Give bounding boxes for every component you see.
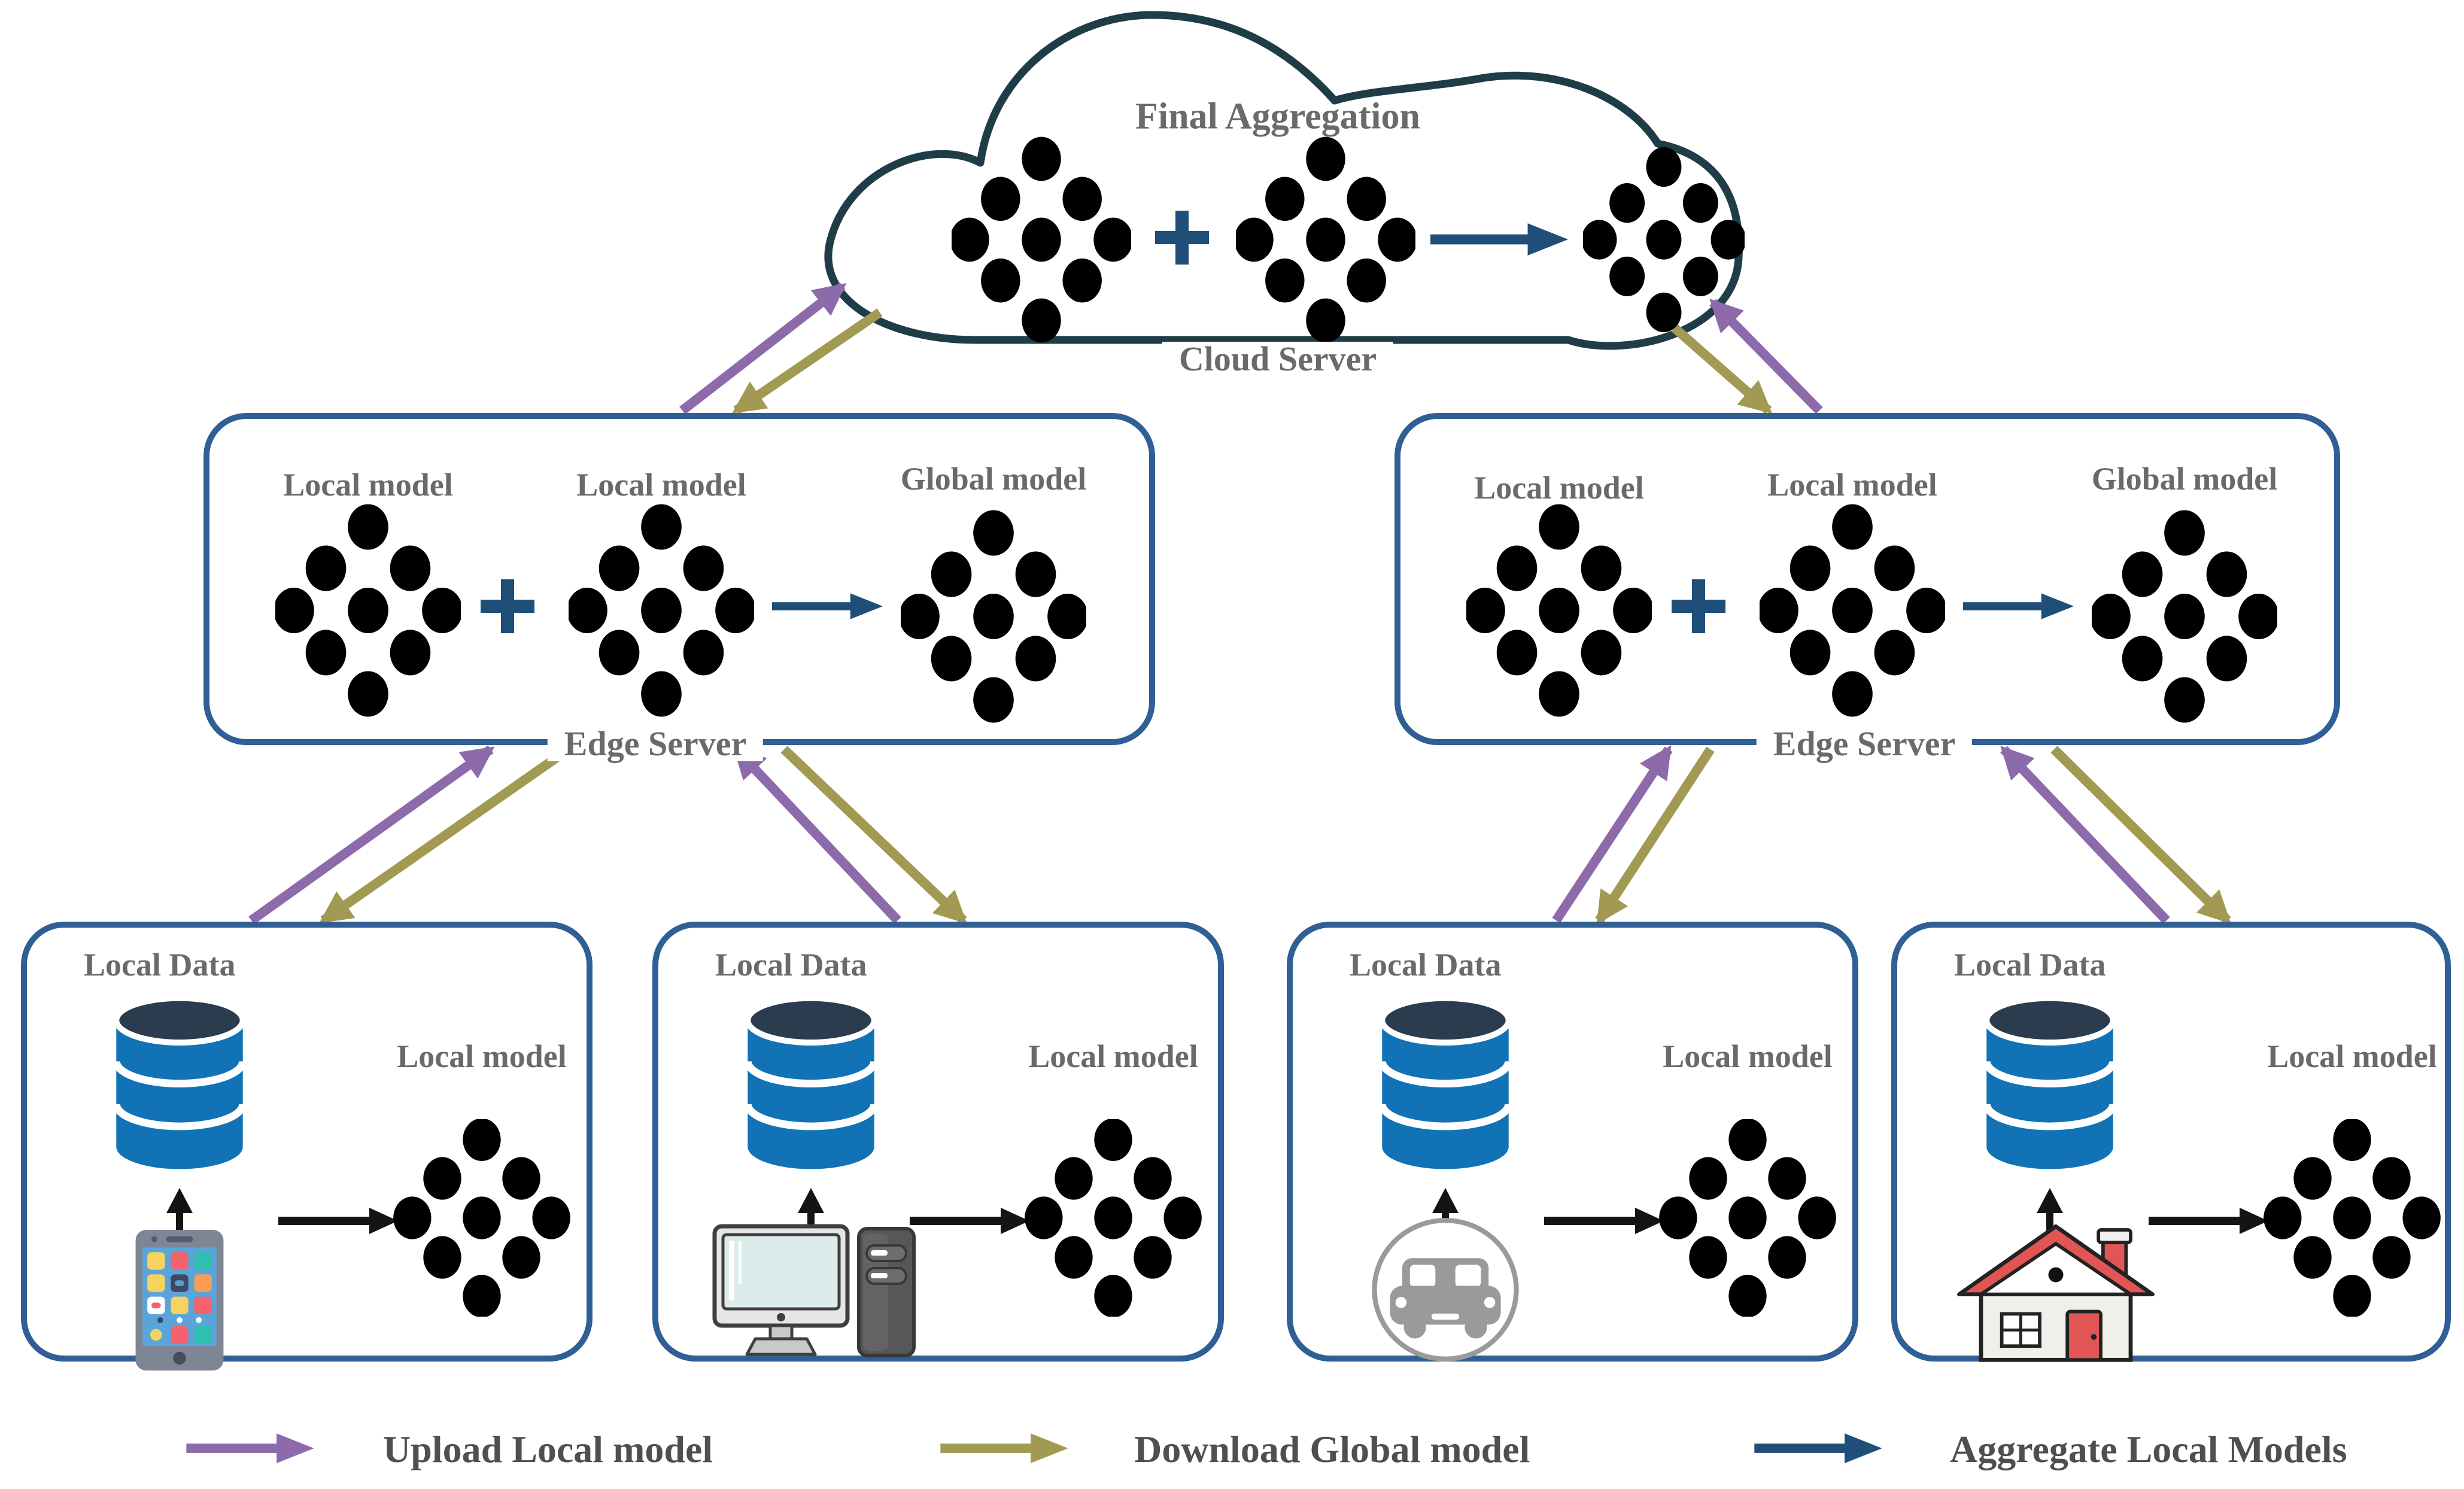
device4-local-model-network: [2264, 1119, 2441, 1317]
download-arrow-edge2-device4: [2050, 746, 2231, 924]
car-icon: [1372, 1218, 1519, 1362]
desktop-computer-icon: [712, 1224, 916, 1357]
device2-local-data-label: Local Data: [715, 947, 867, 983]
device3-local-model-network: [1659, 1119, 1836, 1317]
aggregate-arrow-legend-icon: [1754, 1433, 1882, 1463]
train-arrow-icon: [910, 1208, 1029, 1234]
plus-icon: [1672, 579, 1725, 633]
edge2-local-model-2-label: Local model: [1767, 467, 1937, 503]
download-arrow-cloud-edge2: [1671, 324, 1773, 415]
edge-server-1-label: Edge Server: [547, 727, 764, 761]
device2-local-model-label: Local model: [1028, 1038, 1198, 1074]
legend-upload-label: Upload Local model: [383, 1428, 713, 1470]
legend-download-label: Download Global model: [1134, 1428, 1530, 1470]
edge1-local-model-2-network: [569, 504, 754, 717]
database-icon: [1982, 995, 2117, 1169]
aggregated-model-1-network: [952, 136, 1131, 343]
download-arrow-edge1-device2: [780, 746, 967, 924]
legend-aggregate-label: Aggregate Local Models: [1950, 1428, 2347, 1470]
database-icon: [1378, 995, 1513, 1169]
final-global-model-network: [1583, 147, 1745, 333]
device-box-computer: [652, 922, 1224, 1362]
edge2-local-model-2-network: [1760, 504, 1945, 717]
device3-local-data-label: Local Data: [1350, 947, 1502, 983]
database-icon: [112, 995, 247, 1169]
edge1-local-model-2-label: Local model: [576, 467, 746, 503]
plus-icon: [1155, 211, 1209, 265]
house-icon: [1957, 1224, 2155, 1362]
upload-arrow-device4-edge2: [2000, 746, 2170, 924]
aggregate-arrow-icon: [1963, 593, 2074, 619]
device1-local-model-network: [393, 1119, 570, 1317]
edge1-local-model-1-network: [275, 504, 461, 717]
device3-local-model-label: Local model: [1663, 1038, 1833, 1074]
download-arrow-legend-icon: [940, 1433, 1068, 1463]
download-arrow-edge1-device1: [319, 745, 572, 925]
database-icon: [743, 995, 879, 1169]
edge2-global-model-network: [2092, 510, 2277, 723]
train-arrow-icon: [1544, 1208, 1664, 1234]
cloud-server-label: Cloud Server: [1162, 342, 1394, 376]
device-box-house: [1891, 922, 2451, 1362]
download-arrow-cloud-edge1: [732, 308, 883, 415]
edge1-global-model-network: [901, 510, 1086, 723]
edge1-local-model-1-label: Local model: [283, 467, 453, 503]
edge2-local-model-1-network: [1466, 504, 1652, 717]
device1-local-model-label: Local model: [397, 1038, 567, 1074]
edge2-global-model-label: Global model: [2091, 461, 2278, 497]
device4-local-model-label: Local model: [2267, 1038, 2437, 1074]
device2-local-model-network: [1025, 1119, 1202, 1317]
train-arrow-icon: [278, 1208, 398, 1234]
smartphone-icon: [135, 1230, 224, 1371]
edge1-global-model-label: Global model: [900, 461, 1087, 497]
upload-arrow-edge2-cloud: [1709, 299, 1823, 414]
aggregate-arrow-icon: [772, 593, 883, 619]
device4-local-data-label: Local Data: [1954, 947, 2106, 983]
upload-arrow-device1-edge1: [248, 745, 495, 925]
upload-arrow-edge1-cloud: [679, 282, 847, 415]
train-arrow-icon: [2149, 1208, 2268, 1234]
upload-arrow-device3-edge2: [1552, 745, 1673, 923]
upload-arrow-legend-icon: [186, 1433, 314, 1463]
edge-server-2-label: Edge Server: [1756, 727, 1973, 761]
cloud-title: Final Aggregation: [1135, 96, 1420, 137]
edge2-local-model-1-label: Local model: [1474, 470, 1644, 506]
download-arrow-edge2-device3: [1595, 746, 1715, 925]
aggregate-arrow-icon: [1430, 223, 1568, 256]
plus-icon: [481, 579, 534, 633]
aggregated-model-2-network: [1236, 136, 1415, 343]
device1-local-data-label: Local Data: [84, 947, 236, 983]
device-box-car: [1287, 922, 1858, 1362]
device-box-smartphone: [21, 922, 593, 1362]
upload-arrow-device2-edge1: [733, 746, 901, 924]
